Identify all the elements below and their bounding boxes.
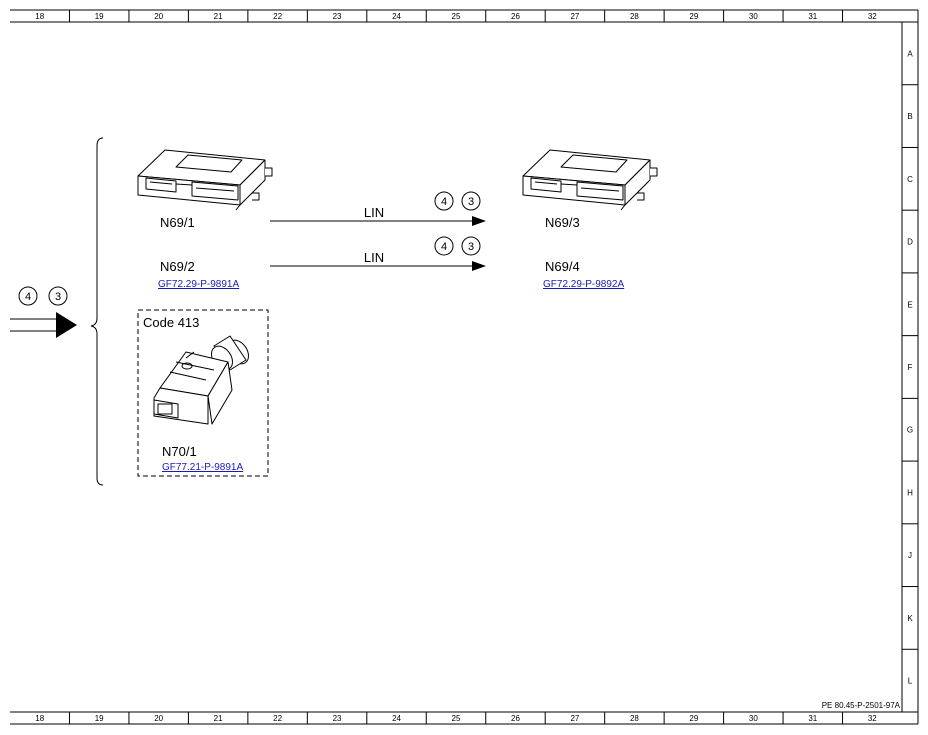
bottom-ruler-column-label: 19 [95,714,104,723]
n69-4-link[interactable]: GF72.29-P-9892A [543,279,624,290]
top-ruler-column-label: 26 [511,12,520,21]
top-ruler-column-label: 25 [452,12,461,21]
diagram-frame [10,9,919,725]
bottom-ruler-column-label: 24 [392,714,401,723]
bottom-ruler-column-label: 31 [808,714,817,723]
connection-label: LIN [364,205,384,220]
right-ruler-row-label: F [908,363,913,372]
right-ruler-row-label: B [907,112,912,121]
connection-bubble: 3 [461,191,481,211]
bottom-ruler-column-label: 20 [154,714,163,723]
top-ruler-column-label: 20 [154,12,163,21]
top-ruler-column-label: 18 [35,12,44,21]
right-ruler: A B C D E F G H J K L [902,49,918,686]
n69-3-label: N69/3 [545,215,580,230]
connection-bubble: 4 [434,236,454,256]
n70-1-label: N70/1 [162,444,197,459]
right-ruler-row-label: E [907,300,912,309]
overhead-control-module-icon [153,335,249,425]
right-ruler-row-label: H [907,488,913,497]
code-label: Code 413 [143,315,199,330]
grouping-brace [90,137,104,486]
right-ruler-row-label: C [907,175,913,184]
lin-connection: LIN 4 3 [270,191,486,226]
top-ruler-column-label: 28 [630,12,639,21]
bottom-ruler-column-label: 22 [273,714,282,723]
top-ruler-column-label: 23 [333,12,342,21]
bottom-ruler-column-label: 30 [749,714,758,723]
right-ruler-row-label: D [907,238,913,247]
connection-bubble-label: 3 [468,241,474,253]
right-ruler-row-label: K [907,614,913,623]
bottom-ruler-column-label: 21 [214,714,223,723]
top-ruler: 18 19 20 21 22 23 24 25 26 27 28 29 30 31 32 [35,10,877,22]
top-ruler-column-label: 22 [273,12,282,21]
input-bubble: 3 [48,286,68,306]
bottom-ruler: 18 19 20 21 22 23 24 25 26 27 28 29 30 31 32 [35,712,877,724]
n69-4-label: N69/4 [545,259,580,274]
right-ruler-row-label: A [907,49,913,58]
connection-label: LIN [364,250,384,265]
control-unit-icon [522,149,658,211]
n70-1-link[interactable]: GF77.21-P-9891A [162,462,243,473]
n69-1-label: N69/1 [160,215,195,230]
n69-2-link[interactable]: GF72.29-P-9891A [158,279,239,290]
top-ruler-column-label: 32 [868,12,877,21]
input-bubble-label: 3 [55,291,61,303]
input-arrow-icon [56,312,77,338]
code-413-group: Code 413 N70/1 GF77.21-P-9891A [137,309,269,477]
bottom-ruler-column-label: 29 [689,714,698,723]
right-ruler-row-label: J [908,551,912,560]
bottom-ruler-column-label: 18 [35,714,44,723]
arrow-right-icon [472,261,486,271]
lin-connection: LIN 4 3 [270,236,486,271]
bottom-ruler-column-label: 23 [333,714,342,723]
bottom-ruler-column-label: 28 [630,714,639,723]
n69-2-label: N69/2 [160,259,195,274]
input-bubble: 4 [18,286,38,306]
connection-bubble-label: 4 [441,196,447,208]
connection-bubble: 4 [434,191,454,211]
optional-equipment-box [137,309,269,477]
document-id: PE 80.45-P-2501-97A [822,701,901,710]
right-ruler-row-label: L [908,677,913,686]
top-ruler-column-label: 29 [689,12,698,21]
top-ruler-column-label: 19 [95,12,104,21]
bottom-ruler-column-label: 27 [570,714,579,723]
bottom-ruler-column-label: 25 [452,714,461,723]
connection-bubble-label: 4 [441,241,447,253]
right-ruler-row-label: G [907,426,913,435]
input-signal: 4 3 [10,286,77,338]
top-ruler-column-label: 31 [808,12,817,21]
connection-bubble: 3 [461,236,481,256]
top-ruler-column-label: 30 [749,12,758,21]
top-ruler-column-label: 21 [214,12,223,21]
arrow-right-icon [472,216,486,226]
top-ruler-column-label: 24 [392,12,401,21]
input-bubble-label: 4 [25,291,31,303]
top-ruler-column-label: 27 [570,12,579,21]
bottom-ruler-column-label: 26 [511,714,520,723]
control-unit-icon [137,149,273,211]
bottom-ruler-column-label: 32 [868,714,877,723]
connection-bubble-label: 3 [468,196,474,208]
